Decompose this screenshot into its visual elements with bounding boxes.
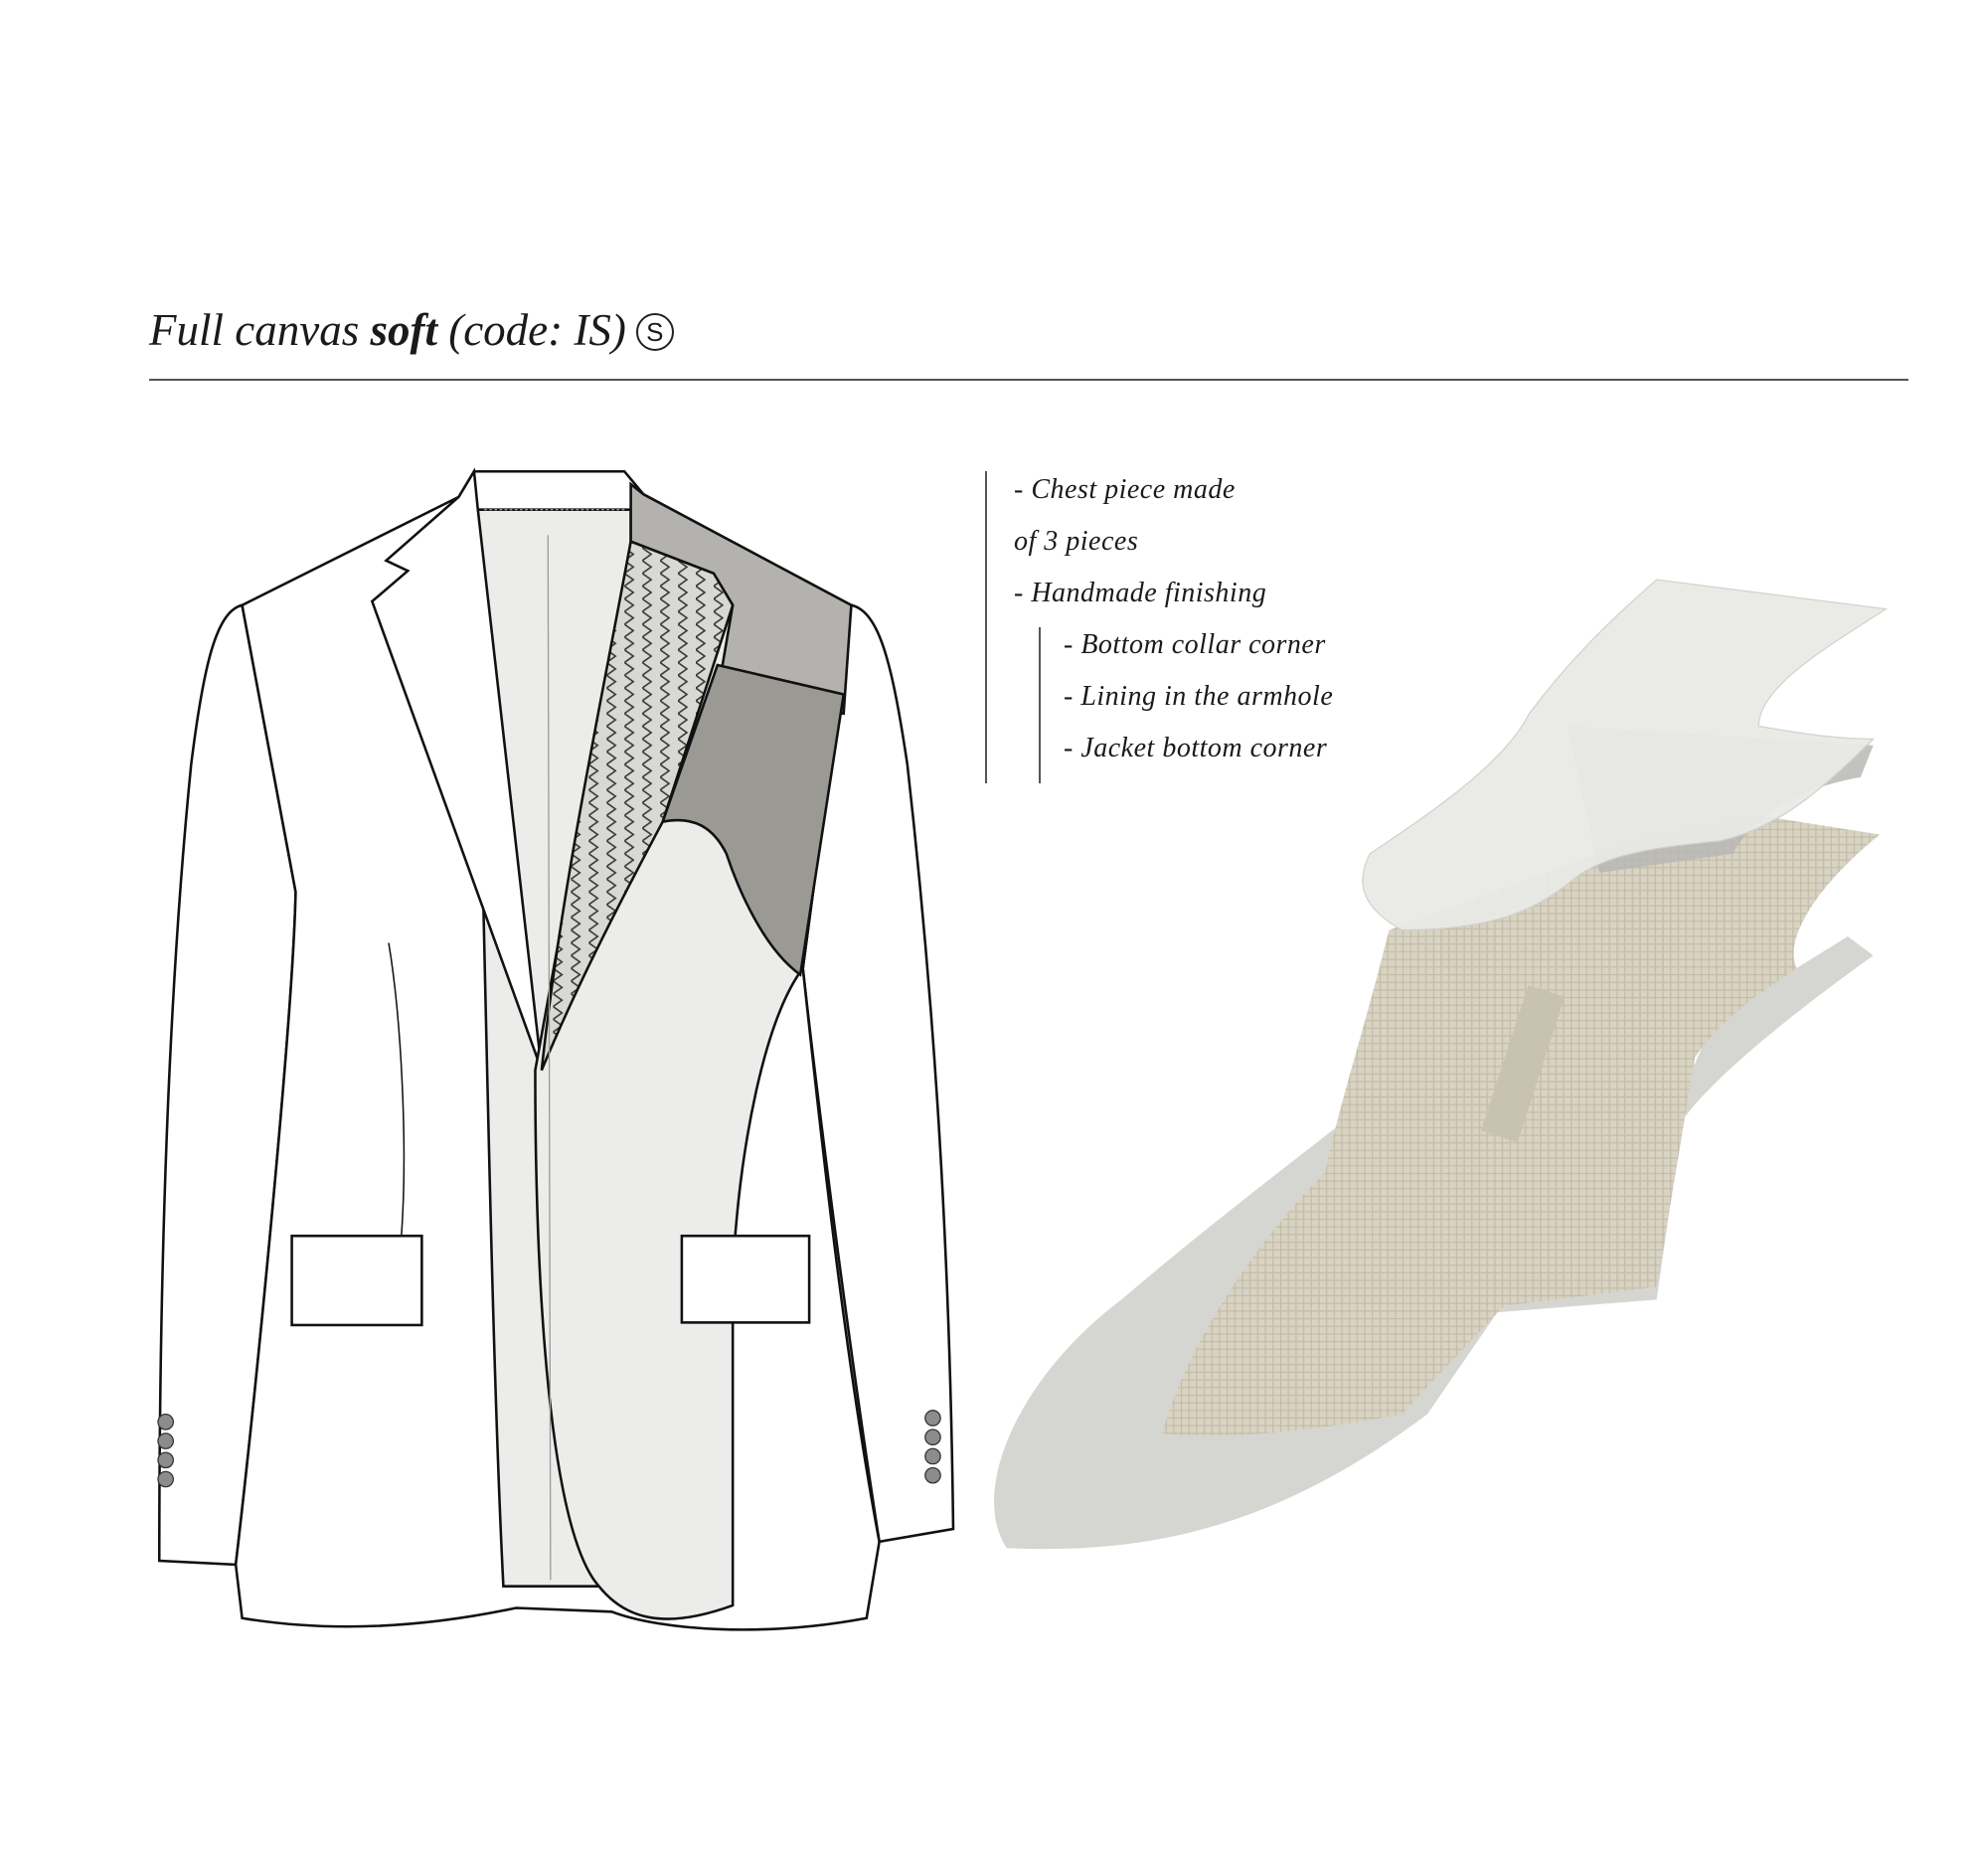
note-line-2: of 3 pieces <box>1014 526 1139 557</box>
note-line-1: - Chest piece made <box>1014 474 1236 505</box>
right-sleeve <box>801 603 955 1544</box>
left-pocket-flap <box>290 1234 423 1327</box>
right-pocket-flap <box>680 1234 811 1324</box>
chest-piece-mid <box>660 663 846 977</box>
sleeve-buttons <box>157 1410 941 1488</box>
soft-symbol-icon: S <box>635 313 674 351</box>
title-divider <box>149 379 1908 381</box>
jacket-drawing <box>157 467 955 1631</box>
title-prefix: Full canvas <box>149 305 371 355</box>
title-bold: soft <box>370 305 437 355</box>
top-canvas-layer <box>1362 579 1889 931</box>
notes-divider <box>985 471 987 783</box>
left-lapel <box>370 467 544 1072</box>
notes-subdivider <box>1039 627 1041 783</box>
note-sub-2: - Lining in the armhole <box>1064 681 1334 712</box>
lapel-padstitch <box>540 539 735 1072</box>
title-suffix: (code: IS) <box>436 305 626 355</box>
chest-strip <box>1480 985 1566 1143</box>
canvas-layers <box>994 579 1889 1550</box>
note-sub-1: - Bottom collar corner <box>1064 629 1326 660</box>
page-title: Full canvas soft (code: IS)S <box>149 304 674 356</box>
note-line-3: - Handmade finishing <box>1014 578 1267 608</box>
note-sub-3: - Jacket bottom corner <box>1064 733 1328 763</box>
